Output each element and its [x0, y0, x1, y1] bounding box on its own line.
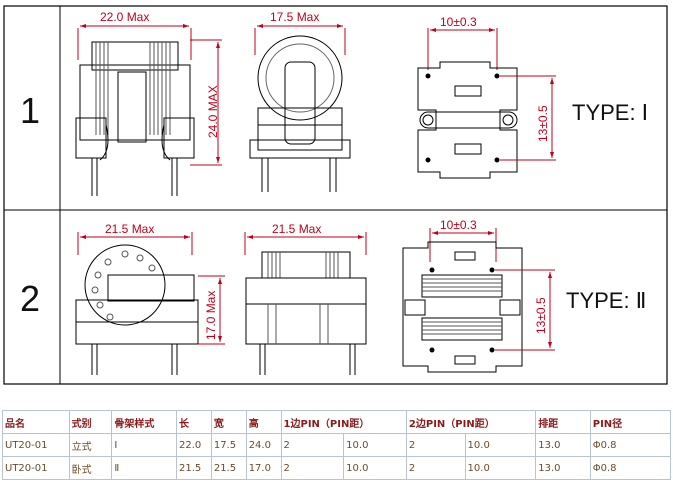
- header-cell: 高: [245, 410, 282, 434]
- table-cell: Ⅰ: [111, 433, 177, 457]
- header-cell: PIN径: [589, 410, 672, 434]
- header-cell: 2边PIN（PIN距）: [405, 410, 537, 434]
- header-cell: 1边PIN（PIN距）: [280, 410, 407, 434]
- table-cell: 10.0: [343, 433, 407, 457]
- row1-number: 1: [20, 90, 41, 131]
- drawing-frame: [3, 5, 668, 385]
- spec-table-header-row: 品名 式别 骨架样式 长 宽 高 1边PIN（PIN距） 2边PIN（PIN距）…: [2, 410, 672, 434]
- table-cell: 2: [280, 433, 345, 457]
- table-row: UT20-01 卧式 Ⅱ 21.5 21.5 17.0 2 10.0 2 10.…: [2, 456, 672, 480]
- row1-type-label: TYPE: Ⅰ: [572, 100, 649, 125]
- table-cell: 13.0: [535, 456, 591, 480]
- row2-bottom-view: [402, 228, 555, 373]
- table-cell: 10.0: [464, 433, 537, 457]
- table-cell: 24.0: [245, 433, 282, 457]
- table-cell: 22.0: [175, 433, 212, 457]
- header-cell: 长: [175, 410, 212, 434]
- header-cell: 骨架样式: [111, 410, 177, 434]
- header-cell: 排距: [535, 410, 591, 434]
- row1-bottom-view: [417, 28, 556, 179]
- table-cell: UT20-01: [2, 433, 70, 457]
- header-cell: 宽: [210, 410, 247, 434]
- table-cell: 立式: [68, 433, 113, 457]
- table-cell: Ⅱ: [111, 456, 177, 480]
- table-cell: 2: [405, 456, 466, 480]
- row2-type-label: TYPE: Ⅱ: [566, 288, 647, 313]
- row1-side-view: [249, 24, 351, 192]
- row2-side-view: [244, 232, 367, 375]
- row1-side-width-dim: 17.5 Max: [270, 10, 320, 24]
- header-cell: 式别: [68, 410, 113, 434]
- row2-pin-spacing-v-dim: 13±0.5: [534, 297, 548, 334]
- row2-front-view: [75, 232, 225, 375]
- table-cell: 17.0: [245, 456, 282, 480]
- table-cell: 卧式: [68, 456, 113, 480]
- row1-front-height-dim: 24.0 MAX: [206, 85, 220, 138]
- table-row: UT20-01 立式 Ⅰ 22.0 17.5 24.0 2 10.0 2 10.…: [2, 433, 672, 457]
- table-cell: UT20-01: [2, 456, 70, 480]
- row2-pin-spacing-h-dim: 10±0.3: [440, 218, 477, 232]
- table-cell: 17.5: [210, 433, 247, 457]
- row2-front-height-dim: 17.0 Max: [204, 290, 218, 340]
- spec-table: 品名 式别 骨架样式 长 宽 高 1边PIN（PIN距） 2边PIN（PIN距）…: [2, 410, 672, 480]
- table-cell: 2: [280, 456, 345, 480]
- row1-front-view: [75, 24, 222, 196]
- header-cell: 品名: [2, 410, 70, 434]
- row2-side-width-dim: 21.5 Max: [272, 222, 322, 236]
- row1-pin-spacing-h-dim: 10±0.3: [440, 15, 477, 29]
- table-cell: 21.5: [210, 456, 247, 480]
- table-cell: 13.0: [535, 433, 591, 457]
- row1-front-width-dim: 22.0 Max: [100, 10, 150, 24]
- table-cell: 10.0: [343, 456, 407, 480]
- row2-number: 2: [20, 278, 41, 319]
- table-cell: 10.0: [464, 456, 537, 480]
- row2-front-width-dim: 21.5 Max: [105, 222, 155, 236]
- table-cell: 21.5: [175, 456, 212, 480]
- table-cell: Φ0.8: [589, 456, 672, 480]
- row1-pin-spacing-v-dim: 13±0.5: [536, 105, 550, 142]
- table-cell: 2: [405, 433, 466, 457]
- table-cell: Φ0.8: [589, 433, 672, 457]
